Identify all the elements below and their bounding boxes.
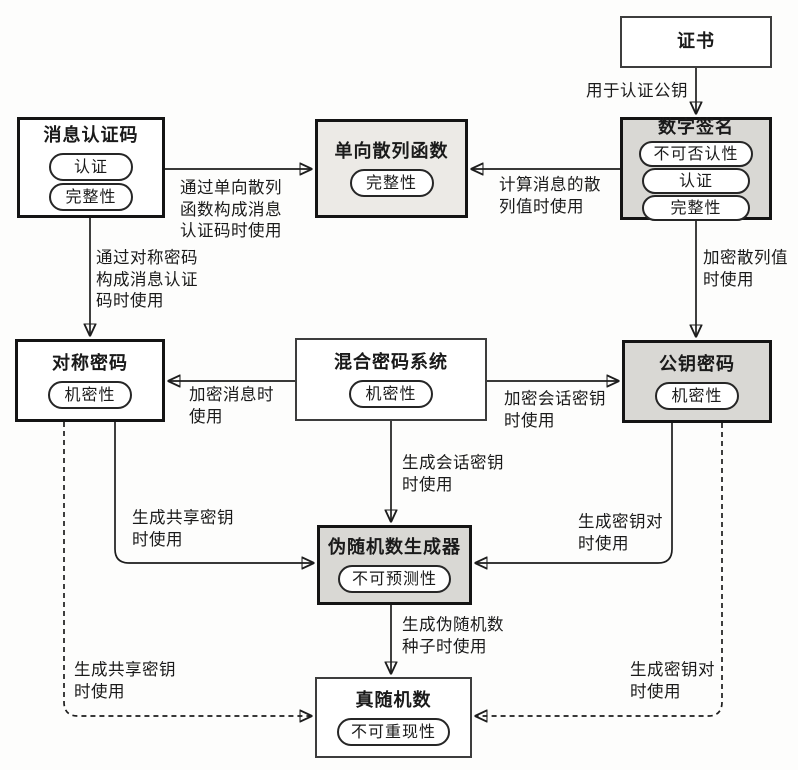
node-title: 对称密码 <box>52 352 128 374</box>
edge-label-hybrid-to-prng: 生成会话密钥 时使用 <box>402 453 504 494</box>
node-signature: 数字签名 不可否认性 认证 完整性 <box>620 116 772 221</box>
node-trng: 真随机数 不可重现性 <box>315 677 472 758</box>
edge-label-hybrid-to-symmetric: 加密消息时 使用 <box>189 385 274 426</box>
node-hybrid: 混合密码系统 机密性 <box>295 338 487 421</box>
property-badge: 机密性 <box>48 380 132 409</box>
property-badge: 认证 <box>641 167 750 194</box>
edge-label-signature-to-publickey: 加密散列值 时使用 <box>703 248 788 289</box>
badge-list: 完整性 <box>349 168 434 197</box>
property-badge: 机密性 <box>655 381 739 410</box>
edge-label-cert-to-signature: 用于认证公钥 <box>586 81 688 100</box>
edge-symmetric-to-trng <box>63 422 311 716</box>
edge-label-symmetric-to-trng: 生成共享密钥 时使用 <box>74 660 176 701</box>
edge-label-symmetric-to-prng: 生成共享密钥 时使用 <box>132 508 234 549</box>
badge-list: 机密性 <box>349 379 433 408</box>
node-hash: 单向散列函数 完整性 <box>315 119 468 218</box>
edge-label-publickey-to-trng: 生成密钥对 时使用 <box>630 660 715 701</box>
property-badge: 完整性 <box>349 168 434 197</box>
node-title: 单向散列函数 <box>334 140 449 162</box>
badge-list: 不可否认性 认证 完整性 <box>639 140 753 221</box>
badge-list: 机密性 <box>655 381 739 410</box>
node-certificate: 证书 <box>620 16 772 68</box>
edge-label-mac-to-hash: 通过单向散列 函数构成消息 认证码时使用 <box>180 178 282 240</box>
edge-publickey-to-prng <box>476 423 673 563</box>
badge-list: 机密性 <box>48 380 132 409</box>
edge-label-publickey-to-prng: 生成密钥对 时使用 <box>578 512 663 553</box>
edge-label-signature-to-hash: 计算消息的散 列值时使用 <box>499 175 601 216</box>
node-title: 真随机数 <box>355 689 432 711</box>
property-badge: 认证 <box>49 152 133 181</box>
badge-list: 认证 完整性 <box>49 152 133 211</box>
node-title: 混合密码系统 <box>334 351 448 373</box>
badge-list: 不可预测性 <box>337 565 451 593</box>
node-symmetric: 对称密码 机密性 <box>15 339 165 422</box>
property-badge: 不可否认性 <box>639 140 753 167</box>
property-badge: 不可预测性 <box>337 565 451 593</box>
edge-publickey-to-trng <box>476 423 723 716</box>
property-badge: 不可重现性 <box>336 717 450 746</box>
property-badge: 完整性 <box>641 194 750 221</box>
node-title: 数字签名 <box>658 116 734 138</box>
property-badge: 完整性 <box>49 182 133 211</box>
edge-label-hybrid-to-publickey: 加密会话密钥 时使用 <box>504 389 606 430</box>
node-title: 证书 <box>677 31 715 52</box>
edge-symmetric-to-prng <box>114 422 313 563</box>
node-mac: 消息认证码 认证 完整性 <box>17 117 165 218</box>
node-title: 消息认证码 <box>43 124 139 146</box>
node-title: 公钥密码 <box>659 353 735 375</box>
node-prng: 伪随机数生成器 不可预测性 <box>317 525 472 605</box>
node-publickey: 公钥密码 机密性 <box>622 340 772 423</box>
edge-label-prng-to-trng: 生成伪随机数 种子时使用 <box>402 615 504 656</box>
node-title: 伪随机数生成器 <box>328 537 461 558</box>
badge-list: 不可重现性 <box>336 717 450 746</box>
edge-label-mac-to-symmetric: 通过对称密码 构成消息认证 码时使用 <box>96 248 198 310</box>
property-badge: 机密性 <box>349 379 433 408</box>
